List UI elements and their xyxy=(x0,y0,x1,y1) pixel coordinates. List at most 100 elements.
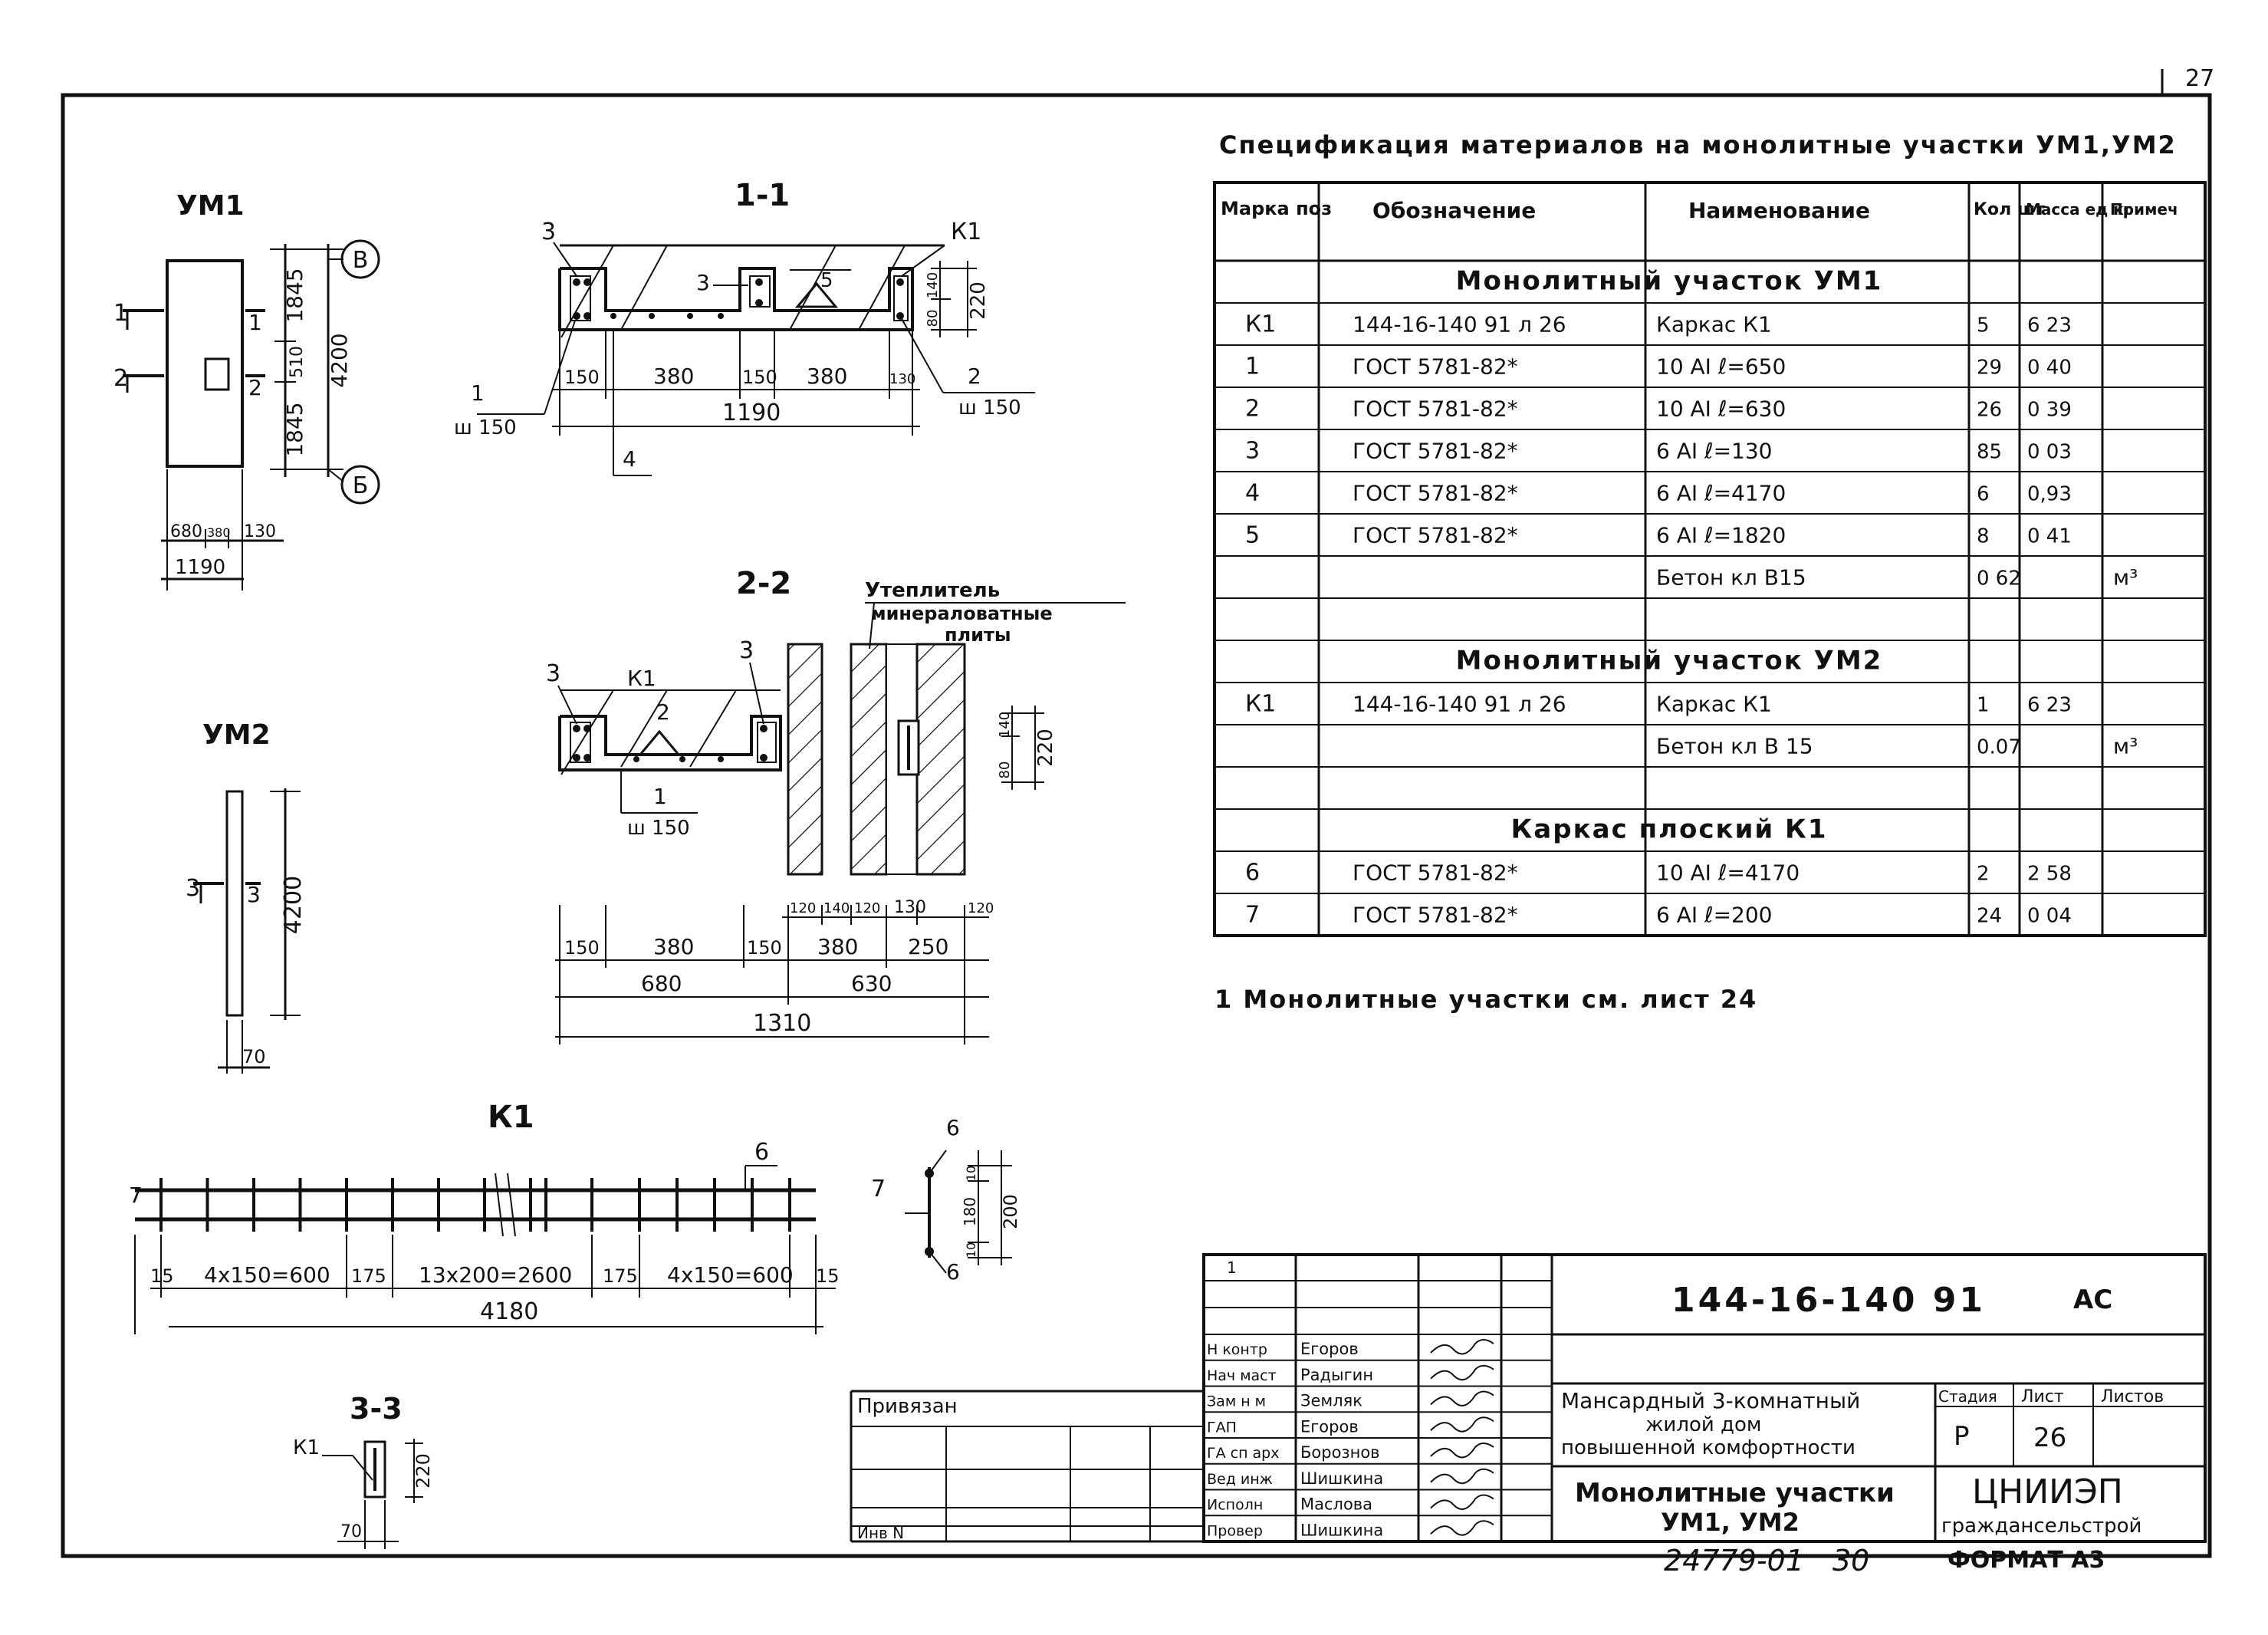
sheet-title: Монолитные участки xyxy=(1575,1478,1895,1508)
spec-cell-mass: 6 23 xyxy=(2027,314,2072,337)
section-2-2-dim: 380 xyxy=(653,934,694,959)
section-3-3-dim-vertical: 220 xyxy=(413,1453,434,1489)
insulation-label: плиты xyxy=(945,624,1011,646)
stage-value: Р xyxy=(1954,1421,1970,1452)
insulation-label: минераловатные xyxy=(871,603,1053,624)
project-title: повышенной комфортности xyxy=(1561,1436,1855,1459)
spec-cell-qty: 26 xyxy=(1977,398,2002,421)
signature-name: Борознов xyxy=(1300,1443,1380,1462)
spec-cell-designation: ГОСТ 5781-82* xyxy=(1353,438,1518,463)
k1-label: 6 xyxy=(754,1139,769,1166)
spec-cell-mark: К1 xyxy=(1245,311,1276,337)
k1-detail-dim: 10 xyxy=(964,1166,978,1181)
section-1-1-dim-right: 140 xyxy=(925,272,941,298)
spec-header: Марка поз xyxy=(1221,198,1332,219)
k1-dim: 13х200=2600 xyxy=(419,1262,572,1288)
um1-section-mark: 1 xyxy=(248,310,262,335)
section-1-1-label: 5 xyxy=(820,269,833,292)
sheet-format: ФОРМАТ А3 xyxy=(1948,1547,2105,1574)
k1-dim: 175 xyxy=(603,1265,638,1287)
spec-cell-mass: 0 03 xyxy=(2027,440,2072,463)
spec-section-title: Монолитный участок УМ1 xyxy=(1456,265,1883,296)
spec-cell-qty: 5 xyxy=(1977,314,1990,337)
project-title: жилой дом xyxy=(1645,1413,1762,1436)
spec-cell-mass: 2 58 xyxy=(2027,862,2072,885)
section-3-3-label: К1 xyxy=(293,1436,320,1459)
signature-name: Шишкина xyxy=(1300,1521,1383,1539)
k1-detail-dim: 10 xyxy=(964,1242,978,1258)
signature-scribble xyxy=(1430,1520,1494,1536)
spec-cell-qty: 0 62 xyxy=(1977,567,2021,590)
insulation-label: Утеплитель xyxy=(865,579,1000,602)
spec-cell-mass: 0 41 xyxy=(2027,525,2072,548)
spec-header: Обозначение xyxy=(1372,198,1536,223)
project-title: Мансардный 3-комнатный xyxy=(1561,1388,1860,1413)
spec-cell-mark: 4 xyxy=(1245,479,1260,506)
spec-cell-name: 10 АI ℓ=630 xyxy=(1656,396,1786,421)
signature-scribble xyxy=(1430,1364,1494,1381)
spec-cell-name: 6 АI ℓ=4170 xyxy=(1656,480,1786,505)
specification-table: Спецификация материалов на монолитные уч… xyxy=(1213,130,2207,937)
stage-header: Стадия xyxy=(1938,1387,1997,1406)
spec-cell-mark: 6 xyxy=(1245,859,1260,886)
section-2-2-label: К1 xyxy=(627,666,656,691)
section-2-2-dim: 150 xyxy=(747,937,782,959)
spec-cell-mark: 2 xyxy=(1245,395,1260,422)
spec-cell-qty: 29 xyxy=(1977,356,2002,379)
spec-header: Кол шт xyxy=(1974,200,2045,219)
spec-section-title: Монолитный участок УМ2 xyxy=(1456,645,1883,676)
signature-name: Земляк xyxy=(1300,1392,1362,1410)
signature-name: Егоров xyxy=(1300,1417,1359,1436)
spec-cell-designation: 144-16-140 91 л 26 xyxy=(1353,311,1566,337)
spec-cell-name: 6 АI ℓ=200 xyxy=(1656,902,1773,927)
section-2-2-dim-total: 1310 xyxy=(753,1010,811,1037)
section-1-1-label: 2 xyxy=(968,364,981,389)
spec-cell-designation: ГОСТ 5781-82* xyxy=(1353,860,1518,885)
spec-cell-qty: 24 xyxy=(1977,904,2002,927)
um1-dim: 510 xyxy=(288,346,307,378)
axis-label-top: В xyxy=(353,247,369,274)
org-name: граждансельстрой xyxy=(1941,1515,2141,1538)
k1-dim: 15 xyxy=(150,1265,174,1287)
um1-section-mark: 2 xyxy=(248,375,262,400)
k1-dim: 15 xyxy=(816,1265,840,1287)
section-1-1-label: К1 xyxy=(951,219,981,245)
section-1-1-label: 3 xyxy=(696,270,710,295)
inv-label: Инв N xyxy=(857,1524,904,1542)
section-1-1-label: 4 xyxy=(623,446,636,472)
axis-label-bottom: Б xyxy=(353,472,369,499)
spec-cell-mark: 1 xyxy=(1245,353,1260,380)
section-2-2-dim: 130 xyxy=(894,898,926,917)
section-1-1-label: ш 150 xyxy=(958,396,1021,419)
spec-title: Спецификация материалов на монолитные уч… xyxy=(1219,130,2177,160)
um1-title: УМ1 xyxy=(176,190,245,222)
spec-cell-mass: 6 23 xyxy=(2027,693,2072,716)
spec-cell-name: Бетон кл В 15 xyxy=(1656,733,1813,758)
um1-plan: УМ1 1 2 1 2 1845 510 1845 4200 В Б xyxy=(113,190,380,591)
spec-section-title: Каркас плоский К1 xyxy=(1511,814,1828,844)
spec-cell-note: м³ xyxy=(2113,733,2138,758)
spec-cell-name: 10 АI ℓ=650 xyxy=(1656,354,1786,379)
signature-name: Егоров xyxy=(1300,1340,1359,1358)
k1-detail-dim: 180 xyxy=(961,1197,979,1226)
k1-dim: 4х150=600 xyxy=(204,1262,330,1288)
section-2-2-dim: 630 xyxy=(851,971,892,996)
k1-detail-dim: 200 xyxy=(1000,1194,1021,1229)
section-1-1-dim-total: 1190 xyxy=(722,400,781,426)
section-2-2-title: 2-2 xyxy=(736,566,791,601)
spec-cell-qty: 8 xyxy=(1977,525,1990,548)
section-2-2-dim: 250 xyxy=(908,934,948,959)
section-1-1-dim-right: 220 xyxy=(967,281,990,320)
um1-dim: 680 xyxy=(170,522,202,541)
spec-header: Наименование xyxy=(1688,198,1870,223)
signature-name: Маслова xyxy=(1300,1495,1372,1514)
sheet-number: 26 xyxy=(2033,1423,2066,1453)
spec-cell-mark: 5 xyxy=(1245,521,1260,548)
um1-dim: 4200 xyxy=(327,333,352,387)
spec-cell-note: м³ xyxy=(2113,564,2138,590)
um1-dim: 1845 xyxy=(282,402,307,456)
section-2-2-dim-right: 140 xyxy=(997,712,1013,738)
signature-role: Вед инж xyxy=(1207,1471,1273,1488)
sheet-title: УМ1, УМ2 xyxy=(1661,1508,1800,1537)
